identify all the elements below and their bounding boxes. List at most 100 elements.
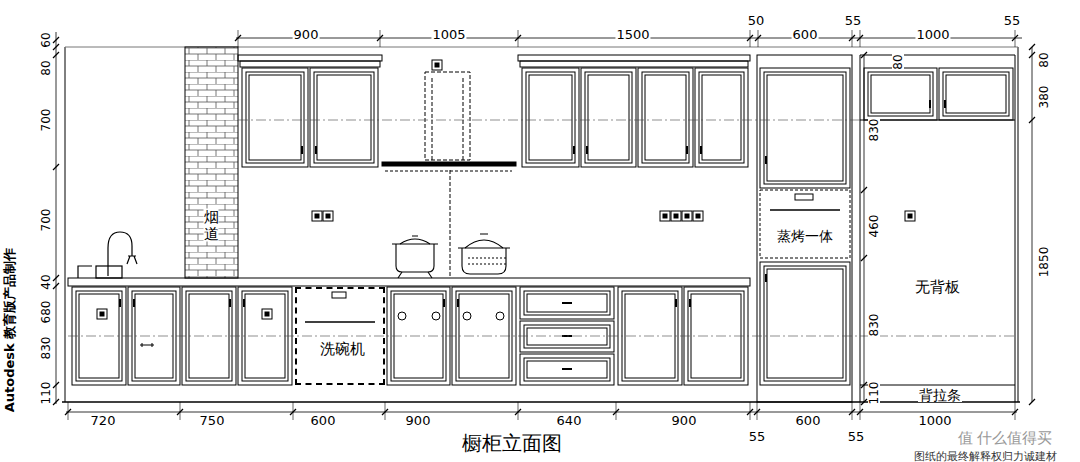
door-inset xyxy=(764,266,846,381)
door-inset xyxy=(526,72,575,163)
door-panel xyxy=(760,262,850,385)
extension-line xyxy=(750,30,751,47)
door-inset xyxy=(702,75,741,160)
extension-line xyxy=(852,30,853,47)
faucet xyxy=(78,232,137,278)
socket-hole xyxy=(685,214,689,218)
door-handle xyxy=(686,146,688,154)
dimension: 380 xyxy=(1038,85,1050,110)
tick xyxy=(861,52,867,58)
dimension: 830 xyxy=(868,118,880,143)
dimension: 1000 xyxy=(915,28,950,41)
dimension: 640 xyxy=(556,414,583,427)
extension-line xyxy=(616,402,617,420)
door-inset xyxy=(699,72,744,163)
dimension: 110 xyxy=(40,381,52,406)
door-inset xyxy=(246,72,304,163)
tick xyxy=(53,52,59,58)
door-inset xyxy=(249,75,301,160)
dimension: 600 xyxy=(792,28,819,41)
tick xyxy=(53,44,59,50)
range-hood xyxy=(425,72,470,276)
door-panel xyxy=(522,68,579,167)
socket xyxy=(671,211,681,221)
door-inset xyxy=(527,328,607,345)
door-inset xyxy=(317,75,371,160)
door-handle xyxy=(457,299,459,307)
door-panel xyxy=(242,68,308,167)
door-inset xyxy=(314,72,374,163)
dimension: 600 xyxy=(310,414,337,427)
tick xyxy=(53,283,59,289)
socket xyxy=(312,211,322,221)
crown-moulding xyxy=(238,55,750,67)
oven-panel xyxy=(795,194,813,200)
socket-hole xyxy=(100,312,104,316)
door-inset xyxy=(767,269,843,378)
dimension: 830 xyxy=(868,313,880,338)
socket xyxy=(660,211,670,221)
door-inset xyxy=(645,75,686,160)
dimension: 80 xyxy=(40,59,52,76)
tick xyxy=(861,399,867,405)
extension-line xyxy=(238,30,239,47)
tick xyxy=(53,37,59,43)
dishwasher-handle xyxy=(305,321,375,323)
door-inset xyxy=(642,72,689,163)
extension-line xyxy=(750,402,751,420)
steam-oven-box: 蒸烤一体 xyxy=(760,190,850,258)
dimension: 55 xyxy=(844,14,863,27)
door-panel xyxy=(520,354,614,385)
door-inset xyxy=(946,75,1006,113)
socket xyxy=(262,309,272,319)
door-knob xyxy=(496,312,504,320)
dimension: 460 xyxy=(868,214,880,239)
center-lines xyxy=(68,120,1015,336)
tick xyxy=(1029,399,1035,405)
extension-line xyxy=(385,402,386,420)
dimension-lines xyxy=(56,32,1032,412)
dimension: 830 xyxy=(40,336,52,361)
dishwasher-box: 洗碗机 xyxy=(295,287,385,385)
dimension: 700 xyxy=(40,108,52,133)
socket xyxy=(693,211,703,221)
door-handle xyxy=(765,156,767,164)
countertop xyxy=(68,278,750,286)
dimension: 600 xyxy=(795,414,822,427)
socket-hole xyxy=(315,214,319,218)
door-handle xyxy=(243,299,245,307)
extension-line xyxy=(852,402,853,420)
door-handle xyxy=(689,299,691,307)
socket xyxy=(323,211,333,221)
dimension: 900 xyxy=(405,414,432,427)
door-panel xyxy=(238,287,292,385)
dimension: 55 xyxy=(748,430,767,443)
pots xyxy=(392,234,510,278)
socket-hole xyxy=(265,312,269,316)
socket xyxy=(97,309,107,319)
door-handle xyxy=(573,146,575,154)
dimension: 80 xyxy=(1038,51,1050,68)
extension-line xyxy=(293,402,294,420)
tick xyxy=(1029,52,1035,58)
dimension: 60 xyxy=(40,31,52,48)
tall-cabinet xyxy=(757,55,852,402)
socket-hole xyxy=(674,214,678,218)
extension-line xyxy=(860,30,861,47)
socket-hole xyxy=(435,63,439,67)
door-handle xyxy=(586,146,588,154)
tick xyxy=(53,382,59,388)
door-handle xyxy=(929,100,931,108)
part-name: 背拉条 xyxy=(918,388,962,402)
dimension: 55 xyxy=(847,430,866,443)
extension-line xyxy=(180,402,181,420)
door-handle xyxy=(944,100,946,108)
dimension: 1000 xyxy=(917,414,952,427)
tick xyxy=(861,255,867,261)
door-panel xyxy=(695,68,748,167)
socket xyxy=(905,211,915,221)
door-panel xyxy=(581,68,636,167)
oven-handle xyxy=(770,209,840,211)
door-panel xyxy=(520,287,614,319)
